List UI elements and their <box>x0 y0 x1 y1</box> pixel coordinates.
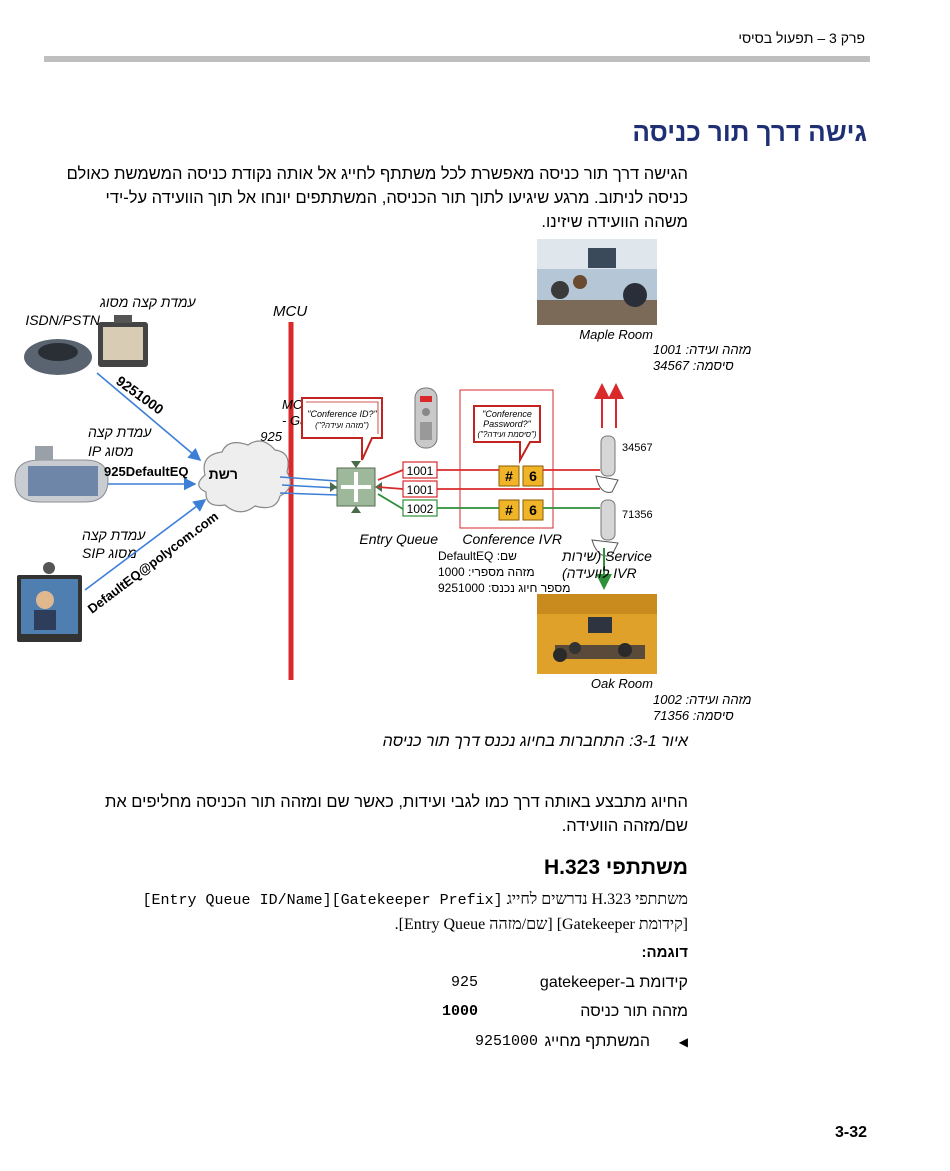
example-row: המשתתף מחייג ◀ 9251000 <box>430 1033 688 1055</box>
keypad-digit: 6 <box>529 502 537 518</box>
line-1002: 1002 <box>407 502 434 516</box>
entry-queue-hub-icon <box>330 461 382 513</box>
example-key: מזהה תור כניסה <box>580 1003 688 1020</box>
eq-id: מזהה מספרי: 1000 <box>438 565 535 579</box>
h323-paragraph: משתתפי H.323 נדרשים לחייג [Gatekeeper Pr… <box>60 888 688 937</box>
maple-room-password: סיסמה: 34567 <box>653 358 734 373</box>
h323-text-prefix: משתתפי H.323 נדרשים לחייג <box>506 891 688 908</box>
example-value: 925 <box>450 974 478 991</box>
keypad-hash: # <box>505 468 513 484</box>
example-key: קידומת ב-gatekeeper <box>539 974 688 991</box>
keypad-digit: 6 <box>529 468 537 484</box>
cloud-to-eq-2 <box>281 484 338 489</box>
isdn-arrow <box>96 372 202 462</box>
conference-password-bubble <box>473 405 541 464</box>
isdn-label-line1: עמדת קצה מסוג <box>99 294 197 310</box>
h323-title: משתתפי H.323 <box>543 856 688 879</box>
ivr-line3: IVR לוועידה) <box>562 565 637 581</box>
isdn-label-line2: ISDN/PSTN <box>25 312 101 328</box>
keypad-hash: # <box>505 502 513 518</box>
bubble-conf-id-line1: "Conference ID?" <box>307 409 377 419</box>
maple-room-name: Maple Room <box>579 327 653 342</box>
line-1001-a: 1001 <box>407 464 434 478</box>
intro-paragraph: הגישה דרך תור כניסה מאפשרת לכל משתתף לחי… <box>66 165 688 231</box>
chapter-header: פרק 3 – תפעול בסיסי <box>738 30 865 46</box>
oak-room-name: Oak Room <box>591 676 653 691</box>
sip-label-line1: עמדת קצה <box>82 527 146 543</box>
remote-bottom-code: 71356 <box>622 509 653 521</box>
cloud-to-eq-3 <box>279 492 338 496</box>
maple-room-id: מזהה ועידה: 1001 <box>653 342 752 357</box>
bubble-password-line1: "Conference <box>482 409 532 419</box>
eq-link-3 <box>377 493 404 510</box>
conference-id-bubble <box>301 397 383 461</box>
oak-room-password: סיסמה: 71356 <box>653 708 734 723</box>
cloud-to-eq-1 <box>279 476 338 482</box>
paragraph-dialing: החיוג מתבצע באותה דרך כמו לגבי ועידות, כ… <box>104 793 688 835</box>
h323-text-line2: [קידומת Gatekeeper] [שם/מזהה Entry Queue… <box>394 916 688 933</box>
maple-room-photo <box>537 239 657 325</box>
sip-dial: DefaultEQ@polycom.com <box>85 509 221 617</box>
section-title: גישה דרך תור כניסה <box>632 117 867 147</box>
sip-label-line2: מסוג SIP <box>82 545 137 561</box>
example-row: קידומת ב-gatekeeper 925 <box>430 974 688 996</box>
figure-caption: איור 3-1: התחברות בחיוג נכנס דרך תור כני… <box>382 733 688 750</box>
remote-control-icon <box>414 387 438 449</box>
mcu-label: MCU <box>273 303 307 320</box>
keypad-icon <box>498 465 544 487</box>
ip-dial: 925DefaultEQ <box>104 464 189 479</box>
example-label: דוגמה: <box>641 944 688 961</box>
ivr-line1: Conference IVR <box>462 531 562 547</box>
hand-remote-icon <box>591 499 619 557</box>
h323-dial-format: [Gatekeeper Prefix][Entry Queue ID/Name] <box>142 892 503 909</box>
line-1001-b: 1001 <box>407 483 434 497</box>
remote-top-code: 34567 <box>622 442 653 454</box>
example-key: המשתתף מחייג <box>544 1033 650 1050</box>
prefix-note-line3: 925 <box>260 429 282 444</box>
entry-queue-diagram: MCU עמדת קצה מסוג ISDN/PSTN 9251000 עמדת… <box>14 239 752 723</box>
header-divider <box>44 56 870 62</box>
eq-name: שם: DefaultEQ <box>438 549 517 563</box>
isdn-monitor-icon <box>98 315 148 367</box>
example-value: 1000 <box>441 1003 478 1020</box>
bubble-conf-id-line2: ("מזהה ועידה?") <box>315 421 369 430</box>
keypad-icon <box>498 499 544 521</box>
bubble-password-line2: Password?" <box>483 419 532 429</box>
sip-arrow <box>84 499 207 591</box>
ivr-frame <box>459 389 554 529</box>
eq-dial: מספר חיוג נכנס: 9251000 <box>438 581 571 595</box>
example-row: מזהה תור כניסה 1000 <box>430 1003 688 1025</box>
ivr-line2: Service (שירות <box>561 548 652 564</box>
eq-link-1 <box>377 469 404 481</box>
eq-title: Entry Queue <box>359 531 438 547</box>
hand-remote-icon <box>595 435 619 493</box>
page-number: 3-32 <box>834 1124 867 1141</box>
sip-monitor-icon <box>17 562 82 642</box>
ip-label-line1: עמדת קצה <box>88 424 152 440</box>
oak-room-id: מזהה ועידה: 1002 <box>653 692 752 707</box>
network-label: רשת <box>209 466 238 482</box>
ip-camera-icon <box>14 446 109 503</box>
example-value: 9251000 <box>474 1033 538 1050</box>
bullet-triangle-icon: ◀ <box>678 1035 688 1049</box>
oak-room-photo <box>537 594 657 674</box>
eq-link-2 <box>377 486 404 490</box>
isdn-dial: 9251000 <box>113 372 167 417</box>
ip-label-line2: מסוג IP <box>88 443 133 459</box>
bubble-password-line3: ("סיסמת ועידה?") <box>477 430 536 439</box>
isdn-phone-icon <box>24 339 92 375</box>
